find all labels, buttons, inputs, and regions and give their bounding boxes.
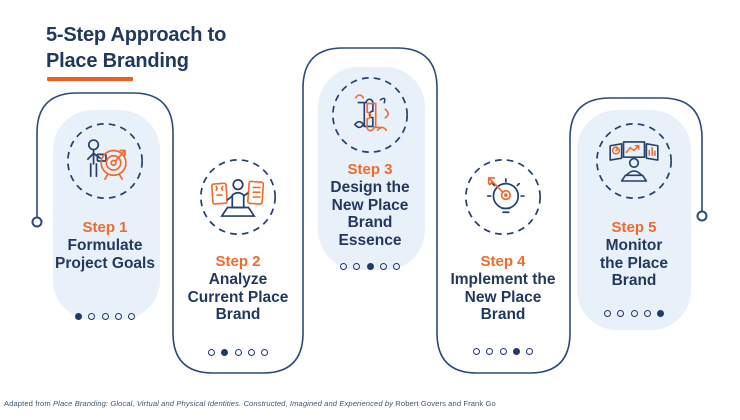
progress-dot: [643, 310, 651, 318]
left-endpoint-circle: [31, 216, 43, 228]
progress-dot: [657, 310, 665, 318]
step4-label: Step 4: [480, 253, 526, 270]
progress-dot: [261, 349, 269, 357]
step2-title-line: Current Place: [187, 288, 289, 306]
step1-title-line: Formulate: [67, 237, 143, 254]
step5-progress-dots: [569, 305, 699, 323]
step2-title-line: Analyze: [208, 271, 268, 288]
title-underline-accent: [47, 77, 133, 81]
attribution-authors: Robert Govers and Frank Go: [393, 399, 496, 408]
step5-title-line: the Place: [599, 254, 669, 272]
step5-label: Step 5: [611, 219, 657, 236]
attribution-book-title: Place Branding: Glocal, Virtual and Phys…: [53, 399, 394, 408]
progress-dot: [512, 348, 520, 356]
card-step2: Step 2 Analyze Current Place Brand: [168, 253, 308, 324]
card-step1: Step 1 Formulate Project Goals: [40, 219, 170, 272]
progress-dot: [366, 263, 374, 271]
progress-dot: [114, 313, 122, 321]
progress-dot: [379, 263, 387, 271]
card-step3: Step 3 Design the New Place Brand Essenc…: [305, 161, 435, 249]
step1-label: Step 1: [82, 219, 128, 236]
step3-title-line: Brand: [347, 214, 393, 231]
presenter-with-boards-icon: [200, 159, 276, 235]
puzzle-collaboration-icon: [332, 77, 408, 153]
attribution-text: Adapted from Place Branding: Glocal, Vir…: [4, 399, 704, 408]
step2-label: Step 2: [215, 253, 261, 270]
progress-dot: [472, 348, 480, 356]
step4-title-line: Brand: [480, 306, 526, 323]
progress-dot: [499, 348, 507, 356]
step1-progress-dots: [40, 308, 170, 326]
progress-dot: [617, 310, 625, 318]
card-background-step5: [577, 110, 691, 330]
progress-dot: [603, 310, 611, 318]
step5-title-line: Monitor: [605, 237, 663, 254]
progress-dot: [486, 348, 494, 356]
card-step5: Step 5 Monitor the Place Brand: [569, 219, 699, 290]
progress-dot: [207, 349, 215, 357]
step3-title-line: Essence: [338, 231, 402, 249]
progress-dot: [526, 348, 534, 356]
step4-title-line: Implement the: [450, 271, 556, 288]
step2-progress-dots: [168, 344, 308, 362]
progress-dot: [128, 313, 136, 321]
right-endpoint-circle: [696, 210, 708, 222]
progress-dot: [101, 313, 109, 321]
card-step4: Step 4 Implement the New Place Brand: [433, 253, 573, 324]
progress-dot: [353, 263, 361, 271]
monitoring-dashboards-icon: [596, 123, 672, 199]
page-title: 5-Step Approach to Place Branding: [46, 22, 266, 74]
progress-dot: [393, 263, 401, 271]
progress-dot: [88, 313, 96, 321]
step4-progress-dots: [433, 343, 573, 361]
progress-dot: [247, 349, 255, 357]
progress-dot: [234, 349, 242, 357]
step1-title-line: Project Goals: [55, 254, 155, 272]
page-title-line1: 5-Step Approach to: [46, 24, 227, 46]
progress-dot: [630, 310, 638, 318]
step2-title-line: Brand: [215, 306, 261, 323]
step3-label: Step 3: [347, 161, 393, 178]
step5-title-line: Brand: [611, 272, 657, 289]
step3-title-line: New Place: [331, 196, 409, 214]
idea-bulb-target-icon: [465, 159, 541, 235]
step3-title-line: Design the: [330, 179, 410, 196]
person-with-target-icon: [67, 123, 143, 199]
progress-dot: [74, 313, 82, 321]
step4-title-line: New Place: [464, 288, 542, 306]
page-title-line2: Place Branding: [46, 50, 189, 72]
step3-progress-dots: [305, 258, 435, 276]
attribution-prefix: Adapted from: [4, 399, 53, 408]
progress-dot: [221, 349, 229, 357]
progress-dot: [339, 263, 347, 271]
